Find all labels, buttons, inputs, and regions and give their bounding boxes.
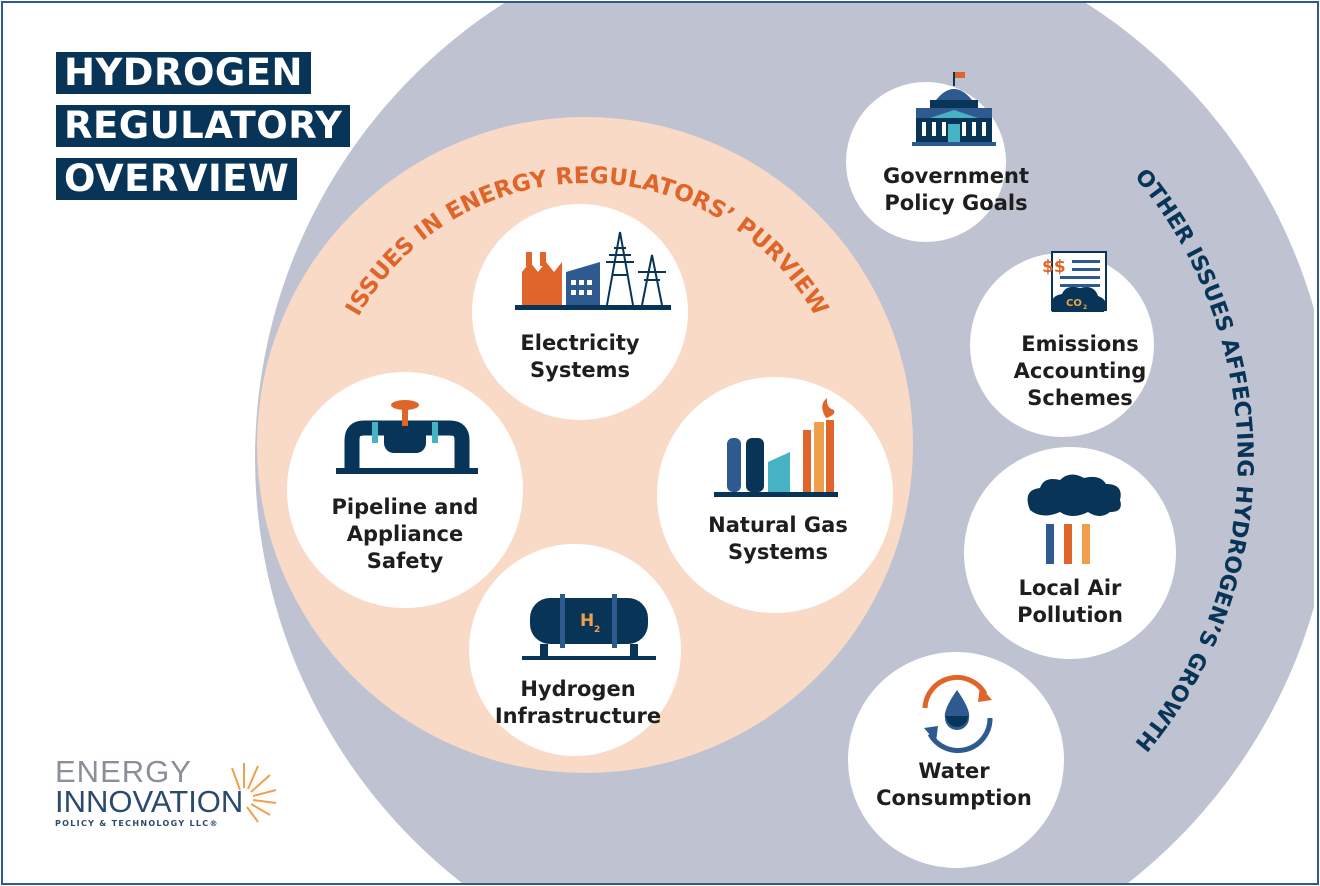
energy-innovation-logo: ENERGY INNOVATION POLICY & TECHNOLOGY LL… xyxy=(55,754,244,828)
diagram-background: ISSUES IN ENERGY REGULATORS’ PURVIEW OTH… xyxy=(231,3,1314,883)
svg-text:$$: $$ xyxy=(1042,257,1066,277)
government-circle xyxy=(846,82,1006,242)
smokestack-icon xyxy=(1027,474,1121,564)
logo-sunburst-icon xyxy=(231,763,277,823)
title-line: HYDROGEN xyxy=(56,52,312,94)
capitol-building-icon xyxy=(912,72,996,146)
title-line: REGULATORY xyxy=(56,105,351,147)
svg-text:CO: CO xyxy=(1066,298,1082,309)
emissions-document-icon: $$ CO 2 xyxy=(1042,251,1107,312)
pipeline-valve-icon xyxy=(336,400,478,474)
water-cycle-icon xyxy=(922,674,993,753)
water-circle xyxy=(848,652,1064,868)
emissions-circle xyxy=(970,253,1154,437)
power-grid-icon xyxy=(515,231,671,310)
svg-text:2: 2 xyxy=(1083,304,1087,311)
page-title: HYDROGEN REGULATORY OVERVIEW xyxy=(56,52,351,211)
hydrogen-tank-icon: H 2 xyxy=(522,594,656,660)
hydrogen-circle xyxy=(469,544,681,756)
electricity-circle xyxy=(472,204,688,420)
gas-plant-icon xyxy=(714,398,838,497)
svg-text:2: 2 xyxy=(594,625,600,635)
svg-text:H: H xyxy=(580,611,594,631)
title-line: OVERVIEW xyxy=(56,158,298,200)
